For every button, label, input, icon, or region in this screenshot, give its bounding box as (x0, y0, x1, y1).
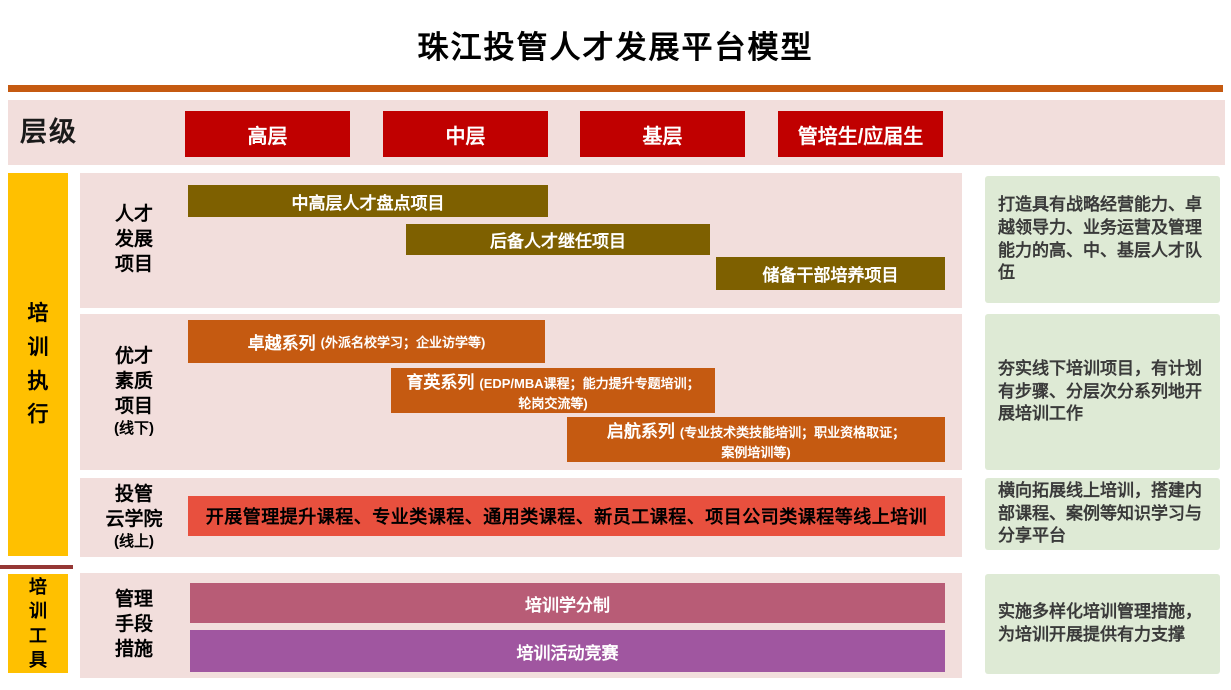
panel-management-measures: 管理 手段 措施 培训学分制 培训活动竞赛 (80, 573, 962, 678)
panel-label-cloud-academy: 投管 云学院 (线上) (80, 478, 188, 557)
top-rule (8, 85, 1223, 92)
panel-label-line: 项目 (114, 395, 153, 417)
series-name: 育英系列 (406, 373, 475, 392)
bar-qihang-series: 启航系列(专业技术类技能培训；职业资格取证； 案例培训等) (567, 417, 945, 462)
panel-label-sub: (线下) (114, 420, 154, 438)
bar-zhuoyue-series: 卓越系列 (外派名校学习；企业访学等) (188, 320, 545, 363)
note-online-platform: 横向拓展线上培训，搭建内部课程、案例等知识学习与分享平台 (985, 478, 1220, 550)
panel-label-line: 人才 (114, 204, 153, 226)
bar-successor-program: 后备人才继任项目 (406, 224, 710, 255)
level-label: 层级 (20, 117, 78, 147)
note-talent-team: 打造具有战略经营能力、卓越领导力、业务运营及管理能力的高、中、基层人才队伍 (985, 176, 1220, 303)
note-text: 夯实线下培训项目，有计划有步骤、分层次分系列地开展培训工作 (998, 359, 1202, 424)
bar-training-credit: 培训学分制 (190, 583, 945, 623)
side-bar-label: 培训执行 (27, 302, 49, 427)
series-name: 启航系列 (606, 422, 675, 441)
side-bar-label: 培训工具 (29, 576, 47, 670)
bar-online-courses: 开展管理提升课程、专业类课程、通用类课程、新员工课程、项目公司类课程等线上培训 (188, 496, 945, 536)
diagram-title: 珠江投管人才发展平台模型 (417, 30, 814, 65)
bar-yuying-series: 育英系列(EDP/MBA课程；能力提升专题培训； 轮岗交流等) (391, 368, 715, 413)
panel-label-line: 投管 (114, 484, 153, 506)
note-text: 实施多样化培训管理措施，为培训开展提供有力支撑 (998, 602, 1202, 644)
section-divider (0, 565, 73, 569)
panel-label-line: 手段 (114, 614, 153, 636)
side-bar-training-execution: 培训执行 (8, 173, 68, 556)
bar-talent-inventory: 中高层人才盘点项目 (188, 185, 548, 217)
bar-training-competition: 培训活动竞赛 (190, 630, 945, 672)
series-desc: (EDP/MBA课程；能力提升专题培训； 轮岗交流等) (479, 376, 700, 411)
panel-label-line: 管理 (114, 589, 153, 611)
level-button-base: 基层 (580, 111, 745, 157)
series-desc: (外派名校学习；企业访学等) (320, 335, 486, 350)
note-text: 打造具有战略经营能力、卓越领导力、业务运营及管理能力的高、中、基层人才队伍 (998, 195, 1202, 283)
panel-label-sub: (线上) (114, 533, 154, 551)
side-bar-training-tools: 培训工具 (8, 574, 68, 673)
panel-label-line: 项目 (114, 253, 153, 275)
panel-label-management-measures: 管理 手段 措施 (80, 573, 188, 678)
level-button-middle: 中层 (383, 111, 548, 157)
level-button-senior: 高层 (185, 111, 350, 157)
note-management-support: 实施多样化培训管理措施，为培训开展提供有力支撑 (985, 574, 1220, 674)
panel-label-line: 云学院 (105, 508, 163, 530)
panel-label-talent-development: 人才 发展 项目 (80, 173, 188, 308)
level-band: 层级 高层 中层 基层 管培生/应届生 (8, 100, 1225, 165)
panel-label-line: 措施 (114, 638, 153, 660)
panel-cloud-academy: 投管 云学院 (线上) 开展管理提升课程、专业类课程、通用类课程、新员工课程、项… (80, 478, 962, 557)
panel-talent-development: 人才 发展 项目 中高层人才盘点项目 后备人才继任项目 储备干部培养项目 (80, 173, 962, 308)
panel-label-line: 优才 (114, 346, 153, 368)
series-name: 卓越系列 (247, 334, 316, 353)
panel-label-line: 素质 (114, 370, 153, 392)
series-desc: (专业技术类技能培训；职业资格取证； 案例培训等) (679, 425, 906, 460)
panel-label-line: 发展 (114, 229, 153, 251)
panel-label-youcai-quality: 优才 素质 项目 (线下) (80, 314, 188, 470)
note-offline-training: 夯实线下培训项目，有计划有步骤、分层次分系列地开展培训工作 (985, 314, 1220, 470)
level-button-trainee: 管培生/应届生 (778, 111, 943, 157)
bar-reserve-cadre: 储备干部培养项目 (716, 257, 945, 290)
panel-youcai-quality: 优才 素质 项目 (线下) 卓越系列 (外派名校学习；企业访学等) 育英系列(E… (80, 314, 962, 470)
note-text: 横向拓展线上培训，搭建内部课程、案例等知识学习与分享平台 (998, 481, 1202, 546)
